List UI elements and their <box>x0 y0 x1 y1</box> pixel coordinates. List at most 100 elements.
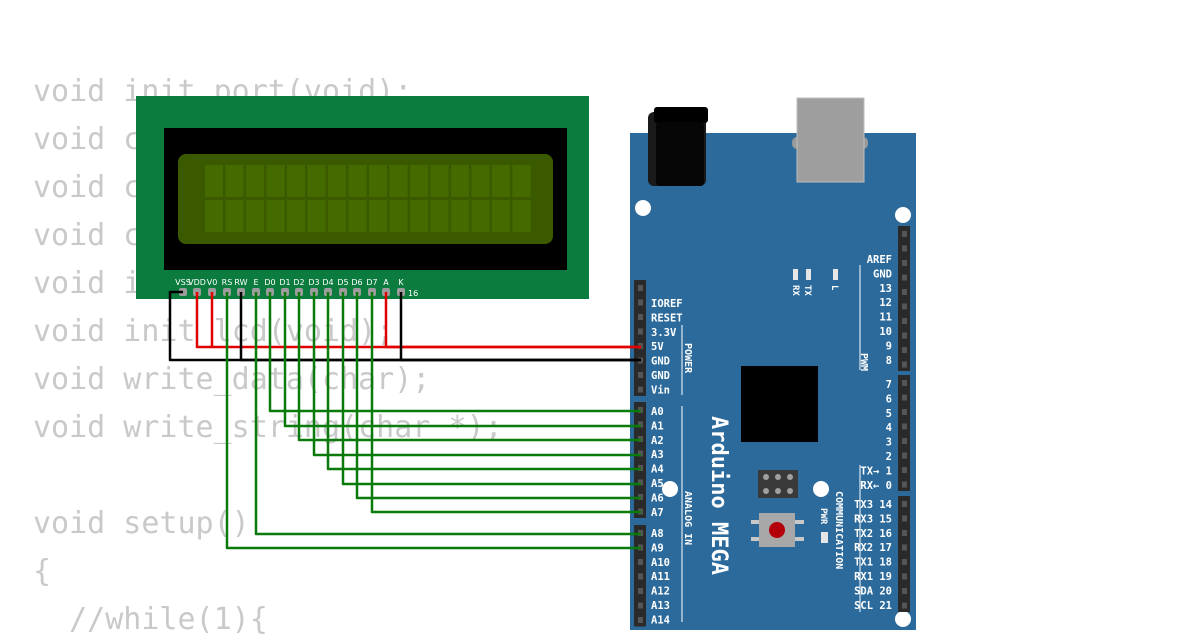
lcd-pin-label: D3 <box>308 278 319 287</box>
digital-pin-label: 10 <box>879 326 892 338</box>
lcd-character-cells <box>205 165 531 232</box>
header-pin <box>902 245 907 252</box>
lcd-char-cell <box>246 200 264 232</box>
comm-pin-label: TX3 14 <box>854 499 892 511</box>
wire-rs-a9 <box>225 292 641 550</box>
header-pin <box>638 328 643 335</box>
icsp-pins <box>763 474 793 494</box>
header-pin <box>902 515 907 522</box>
wire-data-D6 <box>355 292 641 500</box>
analog-pin-label: A8 <box>651 528 664 540</box>
header-pin <box>902 573 907 580</box>
lcd-char-cell <box>492 165 510 197</box>
header-pin <box>638 559 643 565</box>
header-strip <box>898 496 910 612</box>
lcd-pin-label: D0 <box>264 278 275 287</box>
digital-pin-label: 7 <box>886 379 892 391</box>
digital-pin-label: TX→ 1 <box>860 465 892 477</box>
lcd-pin-label: A <box>383 278 389 287</box>
header-pin <box>902 347 907 353</box>
lcd-char-cell <box>471 200 490 232</box>
header-pin <box>638 573 643 580</box>
header-strip <box>898 375 910 491</box>
lcd-char-cell <box>307 165 326 197</box>
lcd-pin-label: D1 <box>279 278 290 287</box>
lcd-pin-label: E <box>253 278 258 287</box>
mounting-hole <box>895 207 911 223</box>
led-label-pwr: PWR <box>818 508 828 525</box>
lcd-pin-label: RW <box>234 278 247 287</box>
analog-pin-label: A15 <box>651 629 670 630</box>
header-pin <box>902 423 907 430</box>
comm-pin-label: SCL 21 <box>854 600 892 612</box>
header-pin <box>638 372 643 378</box>
lcd-char-cell <box>389 165 408 197</box>
analog-pin-label: A5 <box>651 478 664 490</box>
wire-data-D5 <box>341 292 641 486</box>
usb-connector <box>796 97 865 183</box>
header-pin <box>902 231 907 237</box>
icsp-pin <box>787 488 793 494</box>
comm-pin-label: RX3 15 <box>854 513 892 525</box>
digital-pin-label: 4 <box>886 422 892 434</box>
lcd-pin-label: D5 <box>337 278 348 287</box>
lcd-char-cell <box>328 200 346 232</box>
mounting-hole <box>635 200 651 216</box>
communication-section-label: COMMUNICATION <box>833 491 844 569</box>
reset-button <box>751 513 804 547</box>
analog-pin-label: A12 <box>651 586 670 598</box>
lcd-char-cell <box>410 165 428 197</box>
dc-jack-body <box>656 122 704 186</box>
lcd-char-cell <box>451 165 469 197</box>
lcd-pin-label: VDD <box>188 278 206 287</box>
wire-data-D0 <box>268 292 641 413</box>
analog-pin-label: A13 <box>651 600 670 612</box>
lcd-char-cell <box>246 165 264 197</box>
power-pin-label: RESET <box>651 312 683 324</box>
analog-pin-label: A10 <box>651 557 670 569</box>
lcd-char-cell <box>369 200 387 232</box>
header-strip <box>634 280 646 396</box>
analog-pin-label: A2 <box>651 435 664 447</box>
lcd-char-cell <box>287 200 305 232</box>
digital-pin-label: 11 <box>879 312 892 324</box>
lcd-pin-label: VSS <box>175 278 191 287</box>
comm-pin-label: RX1 19 <box>854 571 892 583</box>
mounting-hole <box>662 481 678 497</box>
led-tx <box>806 269 811 280</box>
wire-data-D4 <box>326 292 641 471</box>
header-pin <box>902 394 907 401</box>
header-pin <box>902 361 907 368</box>
led-pwr <box>821 532 828 543</box>
header-pin <box>902 409 907 415</box>
lcd-char-cell <box>266 200 285 232</box>
lcd-char-cell <box>328 165 346 197</box>
digital-pin-label: 2 <box>886 451 892 463</box>
header-pin <box>902 481 907 488</box>
header-pin <box>638 386 643 393</box>
lcd-char-cell <box>389 200 408 232</box>
digital-pin-label: 13 <box>879 283 892 295</box>
lcd-char-cell <box>512 200 531 232</box>
header-pin <box>902 303 907 310</box>
lcd-char-cell <box>266 165 285 197</box>
wires <box>168 290 641 550</box>
header-pin <box>902 602 907 609</box>
lcd-char-cell <box>430 200 449 232</box>
lcd-char-cell <box>307 200 326 232</box>
digital-pin-label: GND <box>873 268 892 280</box>
arduino-mega-board: IOREFRESET3.3V5VGNDGNDVinA0A1A2A3A4A5A6A… <box>630 97 916 630</box>
header-pin <box>902 289 907 295</box>
lcd-char-cell <box>225 165 244 197</box>
digital-pin-label: 12 <box>879 297 892 309</box>
icsp-pin <box>787 474 793 480</box>
analog-pin-label: A11 <box>651 571 670 583</box>
header-pin <box>902 588 907 594</box>
lcd-pin-label: D4 <box>322 278 333 287</box>
lcd-char-cell <box>348 165 367 197</box>
lcd-char-cell <box>348 200 367 232</box>
power-pin-label: Vin <box>651 384 670 396</box>
lcd-pin-label: D7 <box>366 278 377 287</box>
header-pin <box>902 452 907 459</box>
